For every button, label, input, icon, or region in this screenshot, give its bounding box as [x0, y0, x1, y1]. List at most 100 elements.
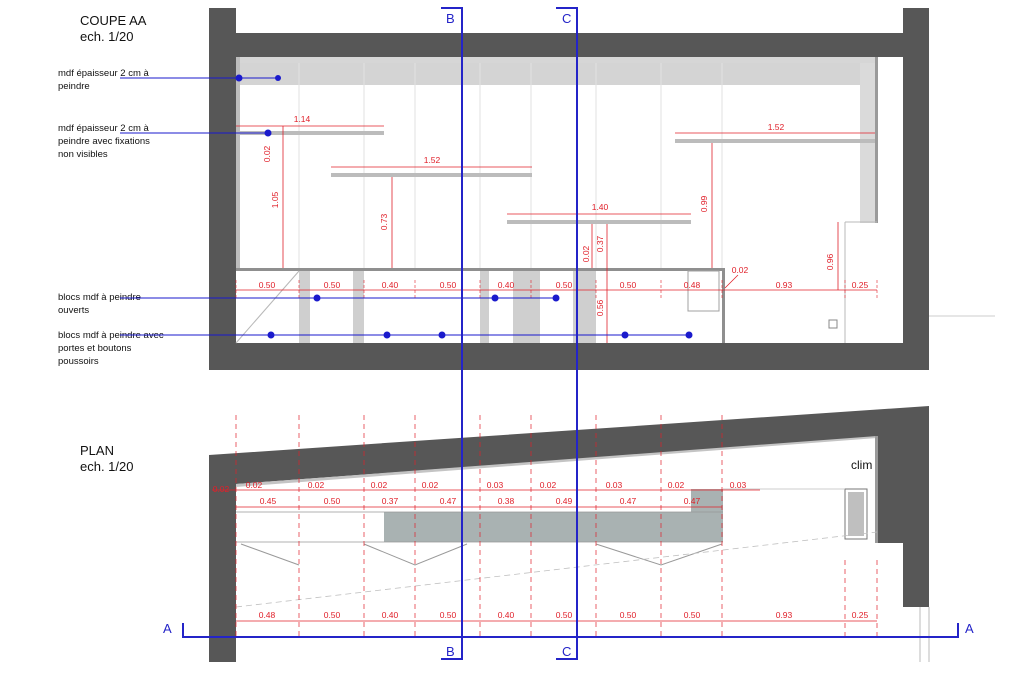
note-open-blocks: blocs mdf à peindre ouverts — [58, 291, 141, 317]
base-dim-label: 0.50 — [556, 280, 573, 290]
vertical-dim-label: 0.73 — [379, 213, 389, 230]
ceiling-panel — [236, 57, 877, 63]
cut-label-b-top: B — [446, 11, 455, 26]
base-dim-label: 0.40 — [498, 280, 515, 290]
plan-upper-dim: 0.45 — [260, 496, 277, 506]
base-dim-label: 0.48 — [684, 280, 701, 290]
base-dim-label: 0.93 — [776, 280, 793, 290]
shelf-width-label: 1.52 — [424, 155, 441, 165]
base-dim-label: 0.50 — [324, 280, 341, 290]
back-panel-left-edge — [236, 57, 240, 269]
leader-dot — [438, 331, 446, 339]
door-swing — [363, 543, 468, 566]
note-line: blocs mdf à peindre — [58, 292, 141, 303]
plan-upper-dim: 0.37 — [382, 496, 399, 506]
open-block-void — [489, 271, 513, 343]
clim-unit — [844, 488, 868, 540]
vertical-dim-label: 0.99 — [699, 195, 709, 212]
section-floor-slab — [209, 343, 929, 370]
plan-lower-dim: 0.93 — [776, 610, 793, 620]
base-dim-label: 0.50 — [620, 280, 637, 290]
door-swing — [240, 543, 300, 566]
plan-right-pier — [877, 433, 929, 543]
plan-scale: ech. 1/20 — [80, 459, 134, 474]
vertical-dim-label: 0.96 — [825, 253, 835, 270]
plan-outer-wall — [209, 406, 929, 662]
section-title-block: COUPE AA ech. 1/20 — [80, 13, 146, 45]
note-mdf-paint: mdf épaisseur 2 cm à peindre — [58, 67, 149, 93]
small-dim-label: 0.02 — [732, 265, 749, 275]
note-line: blocs mdf à peindre avec — [58, 330, 164, 341]
right-column-edge — [875, 57, 878, 223]
plan-right-wall — [903, 543, 929, 607]
vertical-dim-label: 0.56 — [595, 299, 605, 316]
dim-line — [724, 274, 739, 289]
cut-labels: B B C C A A — [163, 11, 974, 659]
shelf-width-label: 1.40 — [592, 202, 609, 212]
cut-label-a-right: A — [965, 621, 974, 636]
cut-label-c-bottom: C — [562, 644, 571, 659]
door-swing — [235, 270, 300, 344]
plan-dimension-labels: 0.02 0.02 0.02 0.02 0.02 0.03 0.02 0.03 … — [213, 480, 869, 620]
note-line: peindre — [58, 81, 90, 92]
plan-upper-dim: 0.47 — [684, 496, 701, 506]
plan-lower-dim: 0.50 — [324, 610, 341, 620]
socket — [828, 319, 838, 329]
note-line: portes et boutons — [58, 343, 132, 354]
plan-dimension-lines — [212, 489, 877, 622]
note-mdf-hidden-fixings: mdf épaisseur 2 cm à peindre avec fixati… — [58, 122, 150, 161]
section-title: COUPE AA — [80, 13, 147, 28]
ceiling-soffit — [236, 63, 861, 85]
worktop — [384, 512, 723, 542]
plan-lower-dim: 0.50 — [620, 610, 637, 620]
shelf-width-label: 1.14 — [294, 114, 311, 124]
leader-dot — [383, 331, 391, 339]
shelves — [236, 131, 875, 224]
base-dim-ticks — [235, 280, 878, 300]
section-ceiling-slab — [209, 33, 929, 57]
shelf-3 — [507, 220, 691, 224]
clim-grille — [848, 492, 864, 536]
shelf-1 — [236, 131, 384, 135]
shelf-width-label: 1.52 — [768, 122, 785, 132]
leader-dot — [267, 331, 275, 339]
base-dim-label: 0.50 — [259, 280, 276, 290]
plan-small-dim: 0.02 — [308, 480, 325, 490]
vertical-dim-label: 0.02 — [262, 145, 272, 162]
section-dimension-lines — [236, 125, 877, 343]
plan-small-dim: 0.02 — [540, 480, 557, 490]
plan-upper-dim: 0.49 — [556, 496, 573, 506]
plan-lower-dim: 0.50 — [556, 610, 573, 620]
plan-panel-lining — [236, 436, 877, 487]
cabinet-top — [236, 268, 724, 271]
plan-lining-edge — [875, 436, 878, 543]
section-left-wall — [209, 8, 236, 370]
plan-small-dim: 0.03 — [606, 480, 623, 490]
plan-upper-dim: 0.38 — [498, 496, 515, 506]
plan-lower-dim: 0.40 — [498, 610, 515, 620]
vertical-dim-label: 1.05 — [270, 191, 280, 208]
cut-lines — [182, 7, 959, 660]
cut-line-a — [182, 623, 959, 638]
plan-small-dim: 0.03 — [730, 480, 747, 490]
note-line: mdf épaisseur 2 cm à — [58, 123, 149, 134]
plan-lower-dim: 0.50 — [440, 610, 457, 620]
plan-lower-dim: 0.40 — [382, 610, 399, 620]
section-right-wall — [903, 8, 929, 370]
plan-small-dim: 0.02 — [371, 480, 388, 490]
cut-label-c-top: C — [562, 11, 571, 26]
panel-joints — [298, 63, 723, 268]
section-scale: ech. 1/20 — [80, 29, 134, 44]
door-swing — [595, 543, 723, 566]
leader-dot — [491, 294, 499, 302]
open-block-void — [540, 271, 573, 343]
leader-dot — [275, 75, 281, 81]
leader-dot — [264, 129, 272, 137]
cut-line-b — [441, 7, 463, 660]
appliance — [687, 270, 720, 312]
note-line: mdf épaisseur 2 cm à — [58, 68, 149, 79]
cut-label-b-bottom: B — [446, 644, 455, 659]
plan-grid-lines — [235, 415, 878, 640]
plan-title-block: PLAN ech. 1/20 — [80, 443, 134, 475]
